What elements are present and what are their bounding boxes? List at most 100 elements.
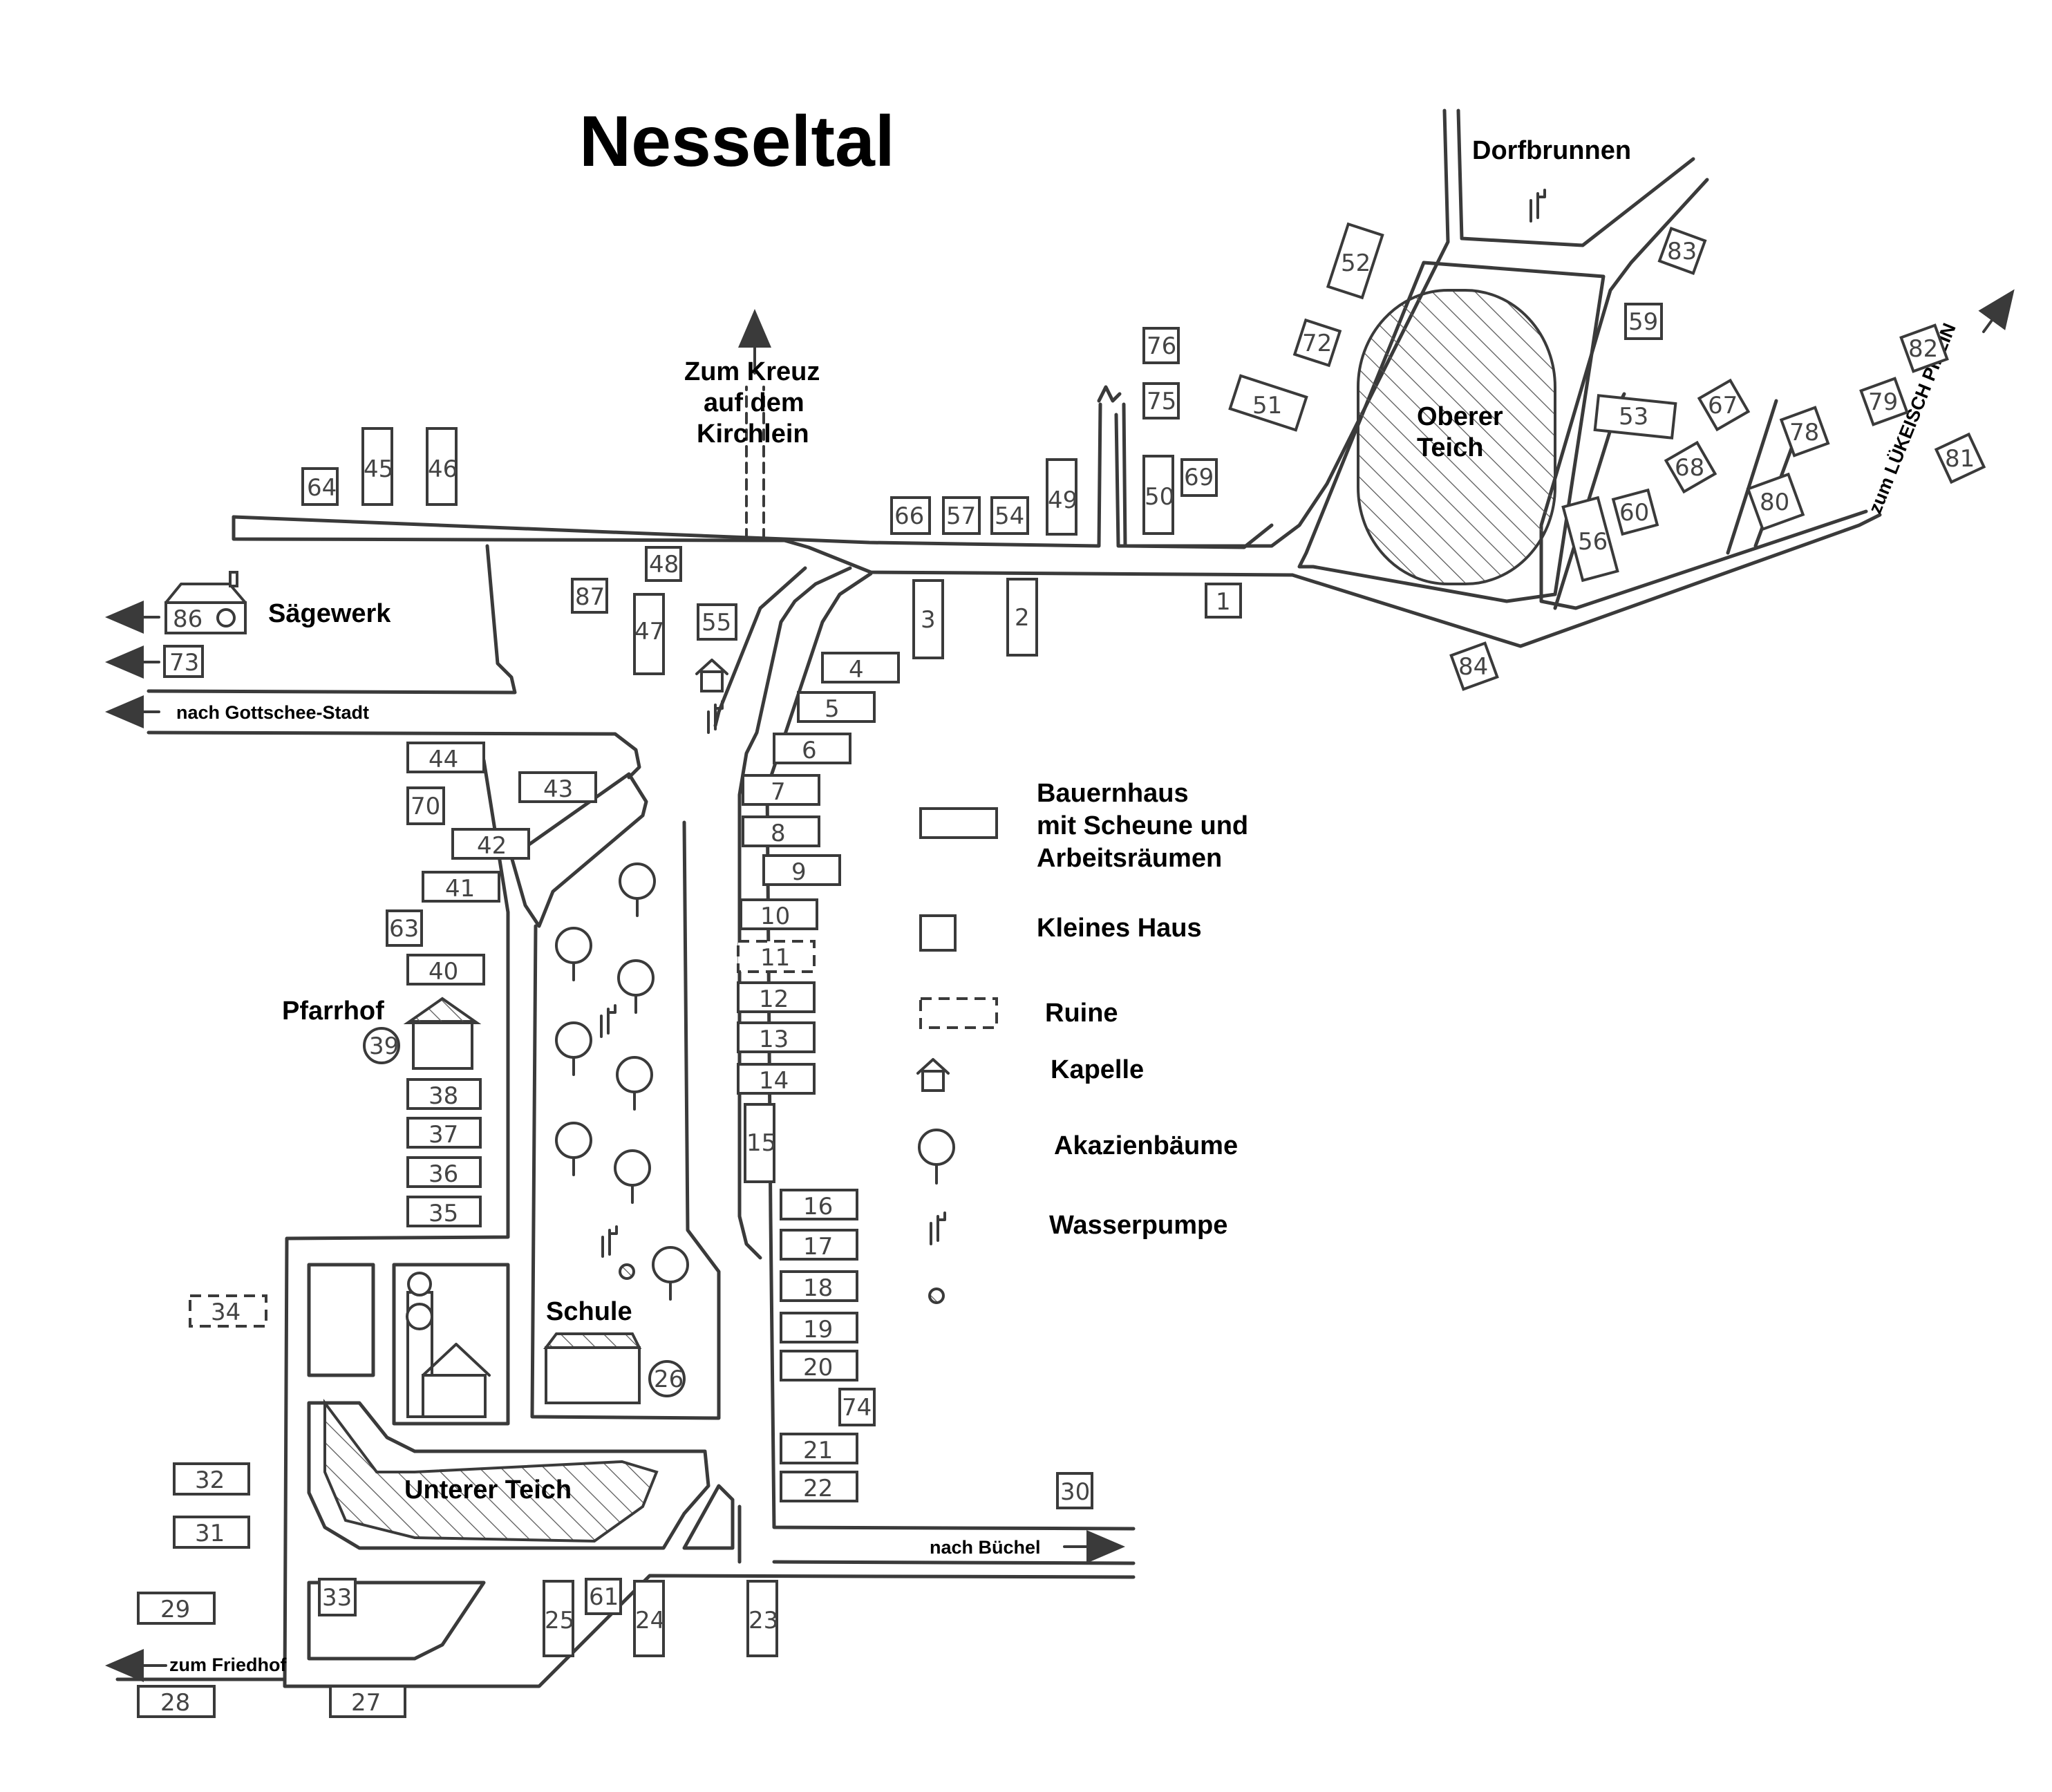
house-70 bbox=[406, 786, 445, 825]
svg-text:80: 80 bbox=[1760, 489, 1789, 516]
house-34-ruin bbox=[189, 1294, 267, 1328]
map-title: Nesseltal bbox=[579, 102, 895, 182]
house-49 bbox=[1046, 458, 1077, 536]
legend-tree-icon bbox=[918, 1129, 955, 1185]
label-zum-kreuz-1: Zum Kreuz bbox=[684, 357, 820, 386]
house-19 bbox=[780, 1312, 858, 1343]
house-11-ruin bbox=[737, 940, 816, 973]
svg-text:75: 75 bbox=[1147, 388, 1176, 415]
house-4 bbox=[821, 652, 900, 683]
svg-text:63: 63 bbox=[389, 915, 419, 943]
house-22 bbox=[780, 1471, 858, 1502]
water-pump-icon bbox=[1529, 189, 1546, 223]
svg-text:79: 79 bbox=[1868, 388, 1898, 416]
svg-text:49: 49 bbox=[1048, 487, 1077, 514]
svg-text:64: 64 bbox=[307, 474, 337, 502]
svg-text:2: 2 bbox=[1015, 604, 1030, 632]
tree-icon bbox=[616, 1056, 653, 1093]
house-2 bbox=[1006, 578, 1038, 657]
legend-wasserpumpe: Wasserpumpe bbox=[1049, 1211, 1227, 1240]
house-45 bbox=[361, 427, 393, 506]
house-60 bbox=[1611, 488, 1659, 536]
svg-text:51: 51 bbox=[1252, 392, 1282, 419]
svg-text:19: 19 bbox=[803, 1316, 833, 1343]
house-10 bbox=[740, 898, 818, 930]
svg-text:47: 47 bbox=[634, 618, 664, 645]
house-33 bbox=[318, 1578, 357, 1616]
svg-text:59: 59 bbox=[1628, 308, 1658, 336]
svg-text:34: 34 bbox=[211, 1299, 241, 1326]
house-18 bbox=[780, 1270, 858, 1302]
house-39 bbox=[363, 1027, 400, 1064]
house-41 bbox=[422, 871, 500, 903]
tree-icon bbox=[555, 927, 592, 964]
legend-water-pump-icon bbox=[930, 1211, 946, 1245]
house-46 bbox=[426, 427, 458, 506]
house-17 bbox=[780, 1229, 858, 1261]
house-21 bbox=[780, 1433, 858, 1464]
label-schule: Schule bbox=[546, 1297, 632, 1326]
svg-text:23: 23 bbox=[749, 1607, 778, 1634]
house-53 bbox=[1593, 394, 1677, 440]
water-pump-icon bbox=[707, 700, 724, 734]
house-78 bbox=[1779, 406, 1830, 458]
svg-text:86: 86 bbox=[173, 605, 203, 633]
svg-text:26: 26 bbox=[654, 1366, 684, 1393]
label-dorfbrunnen: Dorfbrunnen bbox=[1472, 136, 1631, 165]
house-37 bbox=[406, 1117, 482, 1149]
svg-text:15: 15 bbox=[746, 1129, 776, 1157]
house-1 bbox=[1205, 583, 1242, 619]
house-84 bbox=[1449, 641, 1499, 691]
svg-text:35: 35 bbox=[429, 1200, 458, 1227]
svg-text:84: 84 bbox=[1458, 653, 1488, 681]
schule-building bbox=[545, 1346, 641, 1404]
water-pump-icon bbox=[601, 1225, 618, 1258]
svg-text:12: 12 bbox=[759, 985, 789, 1013]
house-79 bbox=[1859, 377, 1909, 426]
house-57 bbox=[942, 496, 981, 535]
tree-icon bbox=[555, 1021, 592, 1059]
house-15 bbox=[744, 1103, 775, 1183]
label-unterer-teich: Unterer Teich bbox=[404, 1475, 572, 1505]
well-icon bbox=[619, 1263, 635, 1280]
house-44 bbox=[406, 742, 485, 773]
house-68 bbox=[1664, 440, 1717, 494]
house-26 bbox=[648, 1360, 686, 1397]
house-52 bbox=[1326, 222, 1384, 300]
svg-text:22: 22 bbox=[803, 1475, 833, 1502]
legend: Bauernhaus mit Scheune und Arbeitsräumen… bbox=[916, 779, 1248, 1304]
svg-text:10: 10 bbox=[760, 903, 790, 930]
svg-text:5: 5 bbox=[825, 695, 840, 723]
svg-text:57: 57 bbox=[946, 502, 976, 530]
label-zum-kreuz-2: auf dem bbox=[704, 388, 804, 417]
water-pump-icon bbox=[600, 1004, 616, 1038]
house-9 bbox=[762, 854, 841, 886]
house-69 bbox=[1180, 458, 1218, 497]
svg-text:6: 6 bbox=[802, 737, 817, 764]
svg-text:78: 78 bbox=[1789, 419, 1819, 446]
svg-text:67: 67 bbox=[1708, 392, 1738, 419]
svg-text:68: 68 bbox=[1675, 454, 1704, 482]
tree-icon bbox=[555, 1122, 592, 1159]
house-8 bbox=[742, 815, 820, 847]
svg-text:24: 24 bbox=[635, 1607, 665, 1634]
road-network bbox=[115, 109, 1882, 1688]
svg-text:61: 61 bbox=[589, 1583, 619, 1611]
legend-akazien: Akazienbäume bbox=[1054, 1131, 1238, 1160]
svg-text:50: 50 bbox=[1145, 483, 1174, 511]
legend-kleines-haus-symbol bbox=[919, 914, 957, 952]
house-81 bbox=[1934, 432, 1986, 484]
house-28 bbox=[137, 1685, 216, 1718]
svg-text:40: 40 bbox=[429, 958, 458, 985]
house-75 bbox=[1142, 382, 1180, 419]
legend-ruine: Ruine bbox=[1045, 999, 1118, 1028]
unterer-teich bbox=[323, 1399, 659, 1543]
house-56 bbox=[1561, 496, 1619, 583]
house-76 bbox=[1142, 327, 1180, 364]
label-oberer-teich-2: Teich bbox=[1417, 433, 1483, 462]
svg-text:73: 73 bbox=[169, 649, 199, 677]
svg-text:16: 16 bbox=[803, 1193, 833, 1220]
legend-bauernhaus-symbol bbox=[919, 807, 998, 839]
label-oberer-teich-1: Oberer bbox=[1417, 402, 1503, 431]
svg-text:70: 70 bbox=[411, 793, 440, 820]
